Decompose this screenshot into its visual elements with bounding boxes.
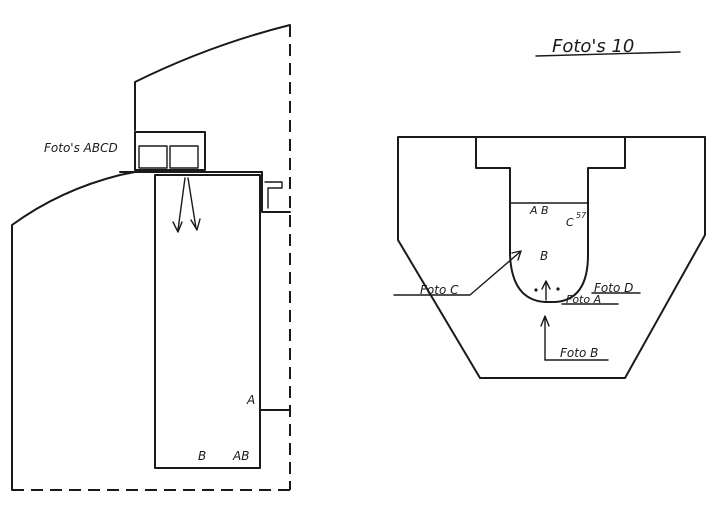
foto-b-arrow [540,315,550,361]
inner-tank [154,174,261,469]
hull-curve [11,171,136,491]
mark-ab-right: A B [529,204,549,217]
left-side-view: Foto's ABCD A B AB [11,24,291,491]
marker-dot [534,288,538,292]
drawing-title: Foto's 10 [552,36,634,57]
mark-ab: AB [232,449,249,463]
outer-hull [397,136,706,379]
camera-window-left [138,145,168,169]
camera-label: Foto's ABCD [44,141,118,155]
camera-window-right [169,145,199,169]
mark-superscript: 57 [576,211,587,220]
label-foto-d: Foto D [594,281,633,295]
mark-b: B [198,449,206,463]
marker-dot [556,287,560,291]
mark-c: C [566,216,574,229]
label-foto-b: Foto B [560,346,598,360]
right-cross-section: A B C 57 B Foto C Foto D Foto A Foto B [393,136,706,379]
well-outline [475,136,626,303]
label-foto-a: Foto A [566,293,601,306]
upper-superstructure [134,24,291,131]
label-foto-c: Foto C [420,283,459,297]
foto-c-arrow [393,250,522,296]
title-underline [535,51,681,57]
foto-a-arrow [541,280,551,301]
mark-b-right: B [540,249,548,263]
camera-housing [134,131,206,171]
mark-a: A [246,393,255,407]
bracket-detail [264,181,283,209]
view-arrow-right [187,177,201,231]
view-arrow-left [172,177,186,233]
step-bracket [261,171,291,213]
